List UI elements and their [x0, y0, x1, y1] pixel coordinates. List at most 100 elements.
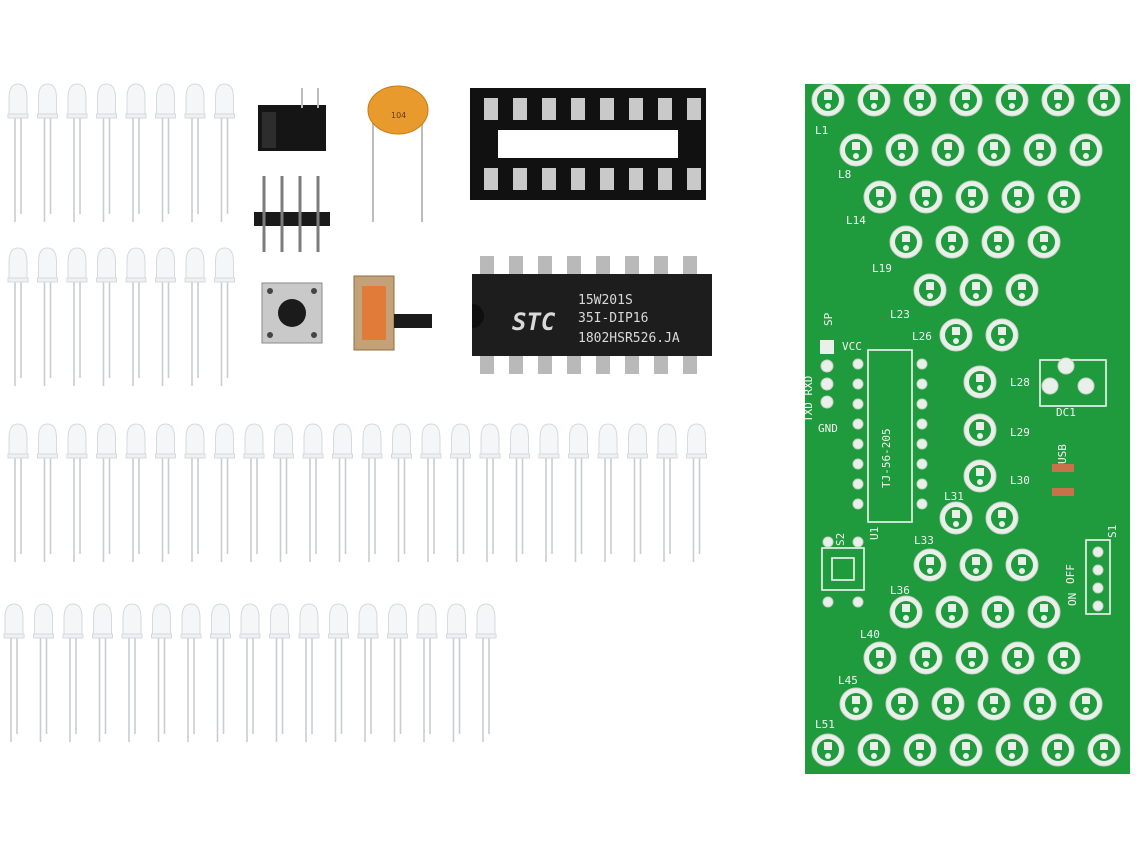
pcb-led-footprint: [857, 733, 891, 767]
pcb-label-l33: L33: [914, 534, 934, 547]
led: [91, 603, 114, 743]
led: [209, 603, 232, 743]
pcb-led-footprint: [909, 180, 943, 214]
led: [184, 83, 206, 223]
pcb-led-footprint: [981, 595, 1015, 629]
socket-contact: [542, 168, 556, 190]
led: [66, 83, 88, 223]
led: [95, 83, 118, 223]
led: [298, 603, 320, 743]
led: [7, 423, 29, 563]
led: [95, 247, 118, 387]
socket-contact: [571, 168, 585, 190]
led: [449, 423, 472, 563]
ic-pin: [480, 256, 494, 276]
ic-line2: 35I-DIP16: [578, 311, 648, 326]
ic-pin: [509, 256, 523, 276]
led: [390, 423, 413, 563]
pcb-label-gnd: GND: [818, 422, 838, 435]
pcb-ic-pad: [916, 498, 928, 510]
pcb-ic-pad: [916, 378, 928, 390]
pcb-led-footprint: [939, 501, 973, 535]
led: [656, 423, 678, 563]
led-group-row1: [7, 83, 236, 223]
pcb-led-footprint: [863, 180, 897, 214]
ic-pin: [480, 354, 494, 374]
ceramic-capacitor: 104: [367, 85, 429, 222]
ic-pin: [683, 256, 697, 276]
led: [36, 423, 59, 563]
led: [626, 423, 649, 563]
ic-pin: [567, 256, 581, 276]
ic-pin: [596, 354, 610, 374]
pcb-label-l19: L19: [872, 262, 892, 275]
led: [125, 423, 147, 563]
pcb-label-on: ON: [1066, 593, 1079, 606]
led: [184, 247, 206, 387]
pcb-led-footprint: [977, 687, 1011, 721]
pcb-led-footprint: [935, 595, 969, 629]
led: [95, 423, 118, 563]
ic-pin: [538, 354, 552, 374]
led: [243, 423, 265, 563]
pcb-led-footprint: [1027, 225, 1061, 259]
pcb-ic-pad: [916, 458, 928, 470]
pcb-led-footprint: [913, 273, 947, 307]
led: [239, 603, 261, 743]
led: [213, 423, 236, 563]
pcb-ic-pad: [852, 358, 864, 370]
pcb-ic-pad: [852, 378, 864, 390]
pcb-ic-pad: [916, 398, 928, 410]
pcb-led-footprint: [1041, 83, 1075, 117]
pcb-led-footprint: [959, 273, 993, 307]
ic-pin: [596, 256, 610, 276]
led: [416, 603, 438, 743]
pcb-ic-pad: [852, 398, 864, 410]
ic-pin: [509, 354, 523, 374]
socket-contact: [600, 98, 614, 120]
socket-contact: [629, 98, 643, 120]
pcb-label-l36: L36: [890, 584, 910, 597]
pcb-label-u1: U1: [868, 527, 881, 540]
led: [479, 423, 501, 563]
led: [327, 603, 350, 743]
socket-contact: [687, 98, 701, 120]
led: [386, 603, 409, 743]
led: [154, 247, 177, 387]
ic-brand: STC: [512, 308, 556, 336]
pcb-led-footprint: [1005, 273, 1039, 307]
pcb-label-txd-rxd: TXD RXD: [802, 376, 815, 422]
pcb-led-footprint: [959, 548, 993, 582]
ic-pin: [654, 256, 668, 276]
pcb-led-footprint: [1047, 641, 1081, 675]
pcb-led-footprint: [857, 83, 891, 117]
pcb-led-footprint: [1041, 733, 1075, 767]
capacitor-label: 104: [391, 111, 406, 120]
pcb-led-footprint: [903, 83, 937, 117]
led: [180, 603, 202, 743]
pcb-led-footprint: [963, 365, 997, 399]
pcb-ic-pad: [852, 458, 864, 470]
pcb-label-l28: L28: [1010, 376, 1030, 389]
socket-contact: [687, 168, 701, 190]
led: [685, 423, 708, 563]
pcb-led-footprint: [949, 83, 983, 117]
pcb-led-footprint: [889, 225, 923, 259]
led: [331, 423, 354, 563]
pcb-label-ic-ref: TJ-56-205: [880, 428, 893, 488]
pcb-led-footprint: [931, 687, 965, 721]
led: [3, 603, 25, 743]
led: [150, 603, 173, 743]
led: [154, 83, 177, 223]
pcb-ic-pad: [916, 438, 928, 450]
led: [597, 423, 619, 563]
pcb-led-footprint: [885, 133, 919, 167]
led-group-row4: [3, 603, 497, 743]
slide-switch: [353, 275, 432, 351]
socket-contact: [658, 98, 672, 120]
pcb-led-footprint: [935, 225, 969, 259]
pcb-led-footprint: [931, 133, 965, 167]
ic-pin: [625, 256, 639, 276]
pcb-label-vcc: VCC: [842, 340, 862, 353]
